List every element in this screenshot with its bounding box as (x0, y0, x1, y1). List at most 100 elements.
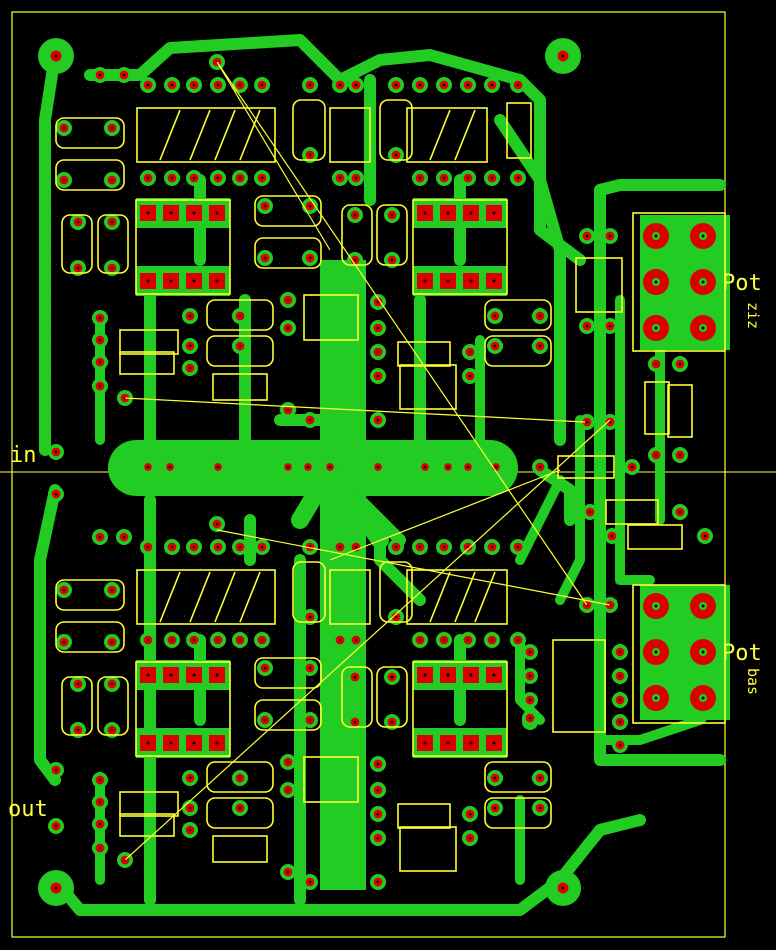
through-hole-pad (302, 412, 318, 428)
through-hole-pad (140, 170, 156, 186)
through-hole-pad (254, 170, 270, 186)
through-hole-pad (418, 460, 432, 474)
through-hole-pad (332, 632, 348, 648)
through-hole-pad (104, 582, 120, 598)
through-hole-pad (532, 800, 548, 816)
through-hole-pad (648, 447, 664, 463)
through-hole-pad (141, 460, 155, 474)
through-hole-pad (487, 308, 503, 324)
through-hole-pad (388, 609, 404, 625)
through-hole-pad (532, 338, 548, 354)
through-hole-pad (384, 252, 400, 268)
pot-pad (690, 639, 716, 665)
through-hole-pad (70, 676, 86, 692)
through-hole-pad (484, 77, 500, 93)
through-hole-pad (281, 460, 295, 474)
pot-pad (643, 685, 669, 711)
through-hole-pad (302, 712, 318, 728)
through-hole-pad (232, 308, 248, 324)
through-hole-pad (510, 170, 526, 186)
through-hole-pad (484, 632, 500, 648)
through-hole-pad (348, 77, 364, 93)
through-hole-pad (56, 120, 72, 136)
through-hole-pad (104, 676, 120, 692)
through-hole-pad (370, 782, 386, 798)
through-hole-pad (460, 170, 476, 186)
through-hole-pad (332, 77, 348, 93)
through-hole-pad (280, 754, 296, 770)
through-hole-pad (280, 292, 296, 308)
ic-square-pads (140, 205, 502, 751)
through-hole-pad (522, 644, 538, 660)
through-hole-pad (384, 714, 400, 730)
through-hole-pad (462, 344, 478, 360)
through-hole-pad (436, 77, 452, 93)
through-hole-pad (232, 632, 248, 648)
ratsnest-lines (124, 61, 611, 861)
through-hole-pad (579, 228, 595, 244)
through-hole-pad (604, 528, 620, 544)
through-hole-pad (484, 170, 500, 186)
through-hole-pad (186, 632, 202, 648)
pot-pad (690, 685, 716, 711)
through-hole-pad (232, 170, 248, 186)
through-hole-pad (163, 460, 177, 474)
through-hole-pad (92, 67, 108, 83)
through-hole-pad (370, 320, 386, 336)
through-hole-pad (104, 260, 120, 276)
through-hole-pad (697, 528, 713, 544)
through-hole-pad (302, 660, 318, 676)
through-hole-pad (370, 806, 386, 822)
through-hole-pad (301, 460, 315, 474)
through-hole-pad (116, 67, 132, 83)
through-hole-pad (532, 308, 548, 324)
through-hole-pad (582, 504, 598, 520)
label-pot-bottom-sub: bas (744, 668, 762, 695)
through-hole-pad (104, 120, 120, 136)
through-hole-pad (412, 632, 428, 648)
through-hole-pad (412, 77, 428, 93)
through-hole-pad (48, 486, 64, 502)
through-hole-pad (602, 414, 618, 430)
through-hole-pad (48, 762, 64, 778)
through-hole-pad (280, 402, 296, 418)
through-hole-pad (232, 800, 248, 816)
board-labels: in out Pot ziz Pot bas (8, 271, 762, 822)
through-hole-pad (104, 634, 120, 650)
through-hole-pad (579, 414, 595, 430)
pot-pad (690, 269, 716, 295)
through-hole-pad (602, 228, 618, 244)
through-hole-pad (460, 77, 476, 93)
through-hole-pad (164, 632, 180, 648)
through-hole-pad (92, 332, 108, 348)
through-hole-pad (182, 770, 198, 786)
through-hole-pad (257, 198, 273, 214)
through-hole-pad (436, 539, 452, 555)
through-hole-pad (302, 539, 318, 555)
through-hole-pad (672, 504, 688, 520)
through-hole-pad (211, 460, 225, 474)
silkscreen-layer (55, 99, 726, 872)
through-hole-pad (182, 360, 198, 376)
through-hole-pad (280, 864, 296, 880)
through-hole-pad (46, 46, 66, 66)
through-hole-pad (254, 632, 270, 648)
through-hole-pad (182, 822, 198, 838)
label-out: out (8, 797, 48, 822)
through-hole-pad (56, 582, 72, 598)
pot-pad (643, 315, 669, 341)
through-hole-pad (302, 250, 318, 266)
through-hole-pad (92, 772, 108, 788)
through-hole-pad (388, 539, 404, 555)
through-hole-pad (436, 632, 452, 648)
through-hole-pad (462, 830, 478, 846)
through-hole-pad (487, 338, 503, 354)
through-hole-pad (92, 378, 108, 394)
through-hole-pad (302, 609, 318, 625)
through-hole-pad (612, 737, 628, 753)
through-hole-pad (257, 250, 273, 266)
through-hole-pad (553, 878, 573, 898)
through-hole-pad (186, 77, 202, 93)
through-hole-pad (612, 644, 628, 660)
pot-pad (643, 639, 669, 665)
